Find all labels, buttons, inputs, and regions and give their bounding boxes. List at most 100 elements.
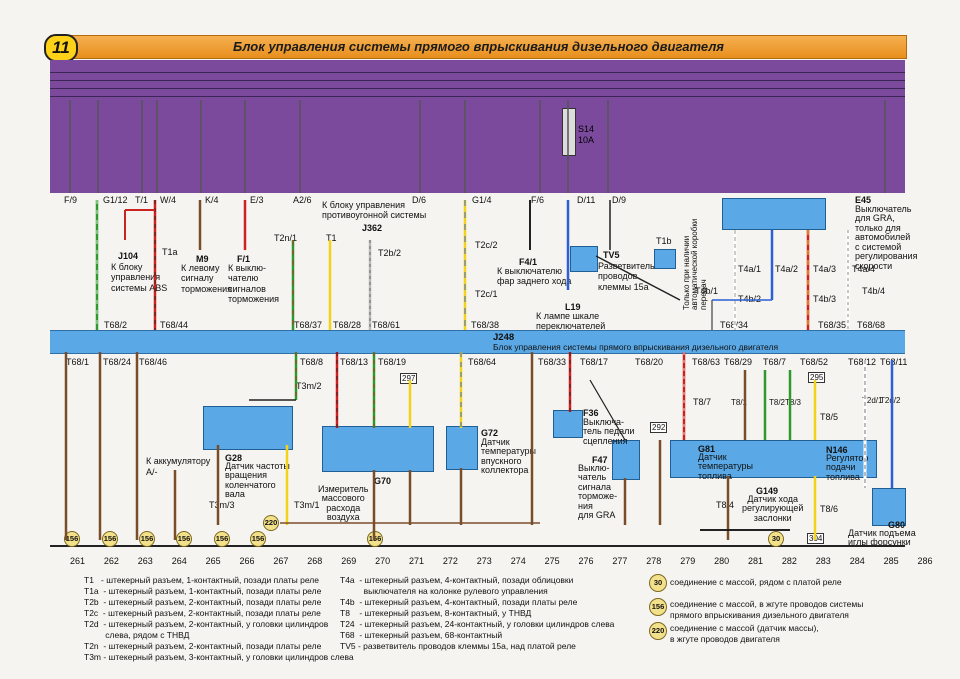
g28-id: G28 [225,453,243,463]
t1-label: T1 [326,233,337,243]
j104-text: К блоку управления системы ABS [111,262,168,293]
fuse-s14 [562,108,576,156]
connector-label: T68/13 [340,357,369,367]
wire [595,255,681,301]
t3m1-label: T3m/1 [294,500,320,510]
t85-label: T8/5 [820,412,839,422]
terminal-label: F/9 [64,195,78,205]
m9-id: M9 [196,254,209,264]
connector-label: T68/52 [800,357,829,367]
terminal-label: K/4 [205,195,219,205]
e45-text: Выключатель для GRA, только для автомоби… [855,204,918,271]
ground-bus [50,545,905,547]
t2d1-label: T2d/1 [862,396,883,405]
j362-text: К блоку управления противоугонной систем… [322,200,427,221]
connector-label: T68/17 [580,357,609,367]
f36-id: F36 [583,408,599,418]
g81-text: Датчик температуры топлива [698,452,754,481]
column-number: 266 [239,556,255,566]
column-number: 273 [476,556,492,566]
column-number: 275 [544,556,560,566]
legend-col2: T4a - штекерный разъем, 4-контактный, по… [340,575,615,651]
bus-line [50,96,905,97]
t87-label: T8/7 [693,397,712,407]
j104-id: J104 [118,251,139,261]
tv5-id: TV5 [603,250,620,260]
fuse-label: S14 [578,124,595,134]
g81-id: G81 [698,444,716,454]
column-number: 281 [748,556,764,566]
t1b-label: T1b [656,236,672,246]
t2c2-label: T2c/2 [475,240,498,250]
column-number: 284 [849,556,865,566]
legend-ground-220: 220 [649,622,667,640]
legend-ground-30-text: соединение с массой, рядом с платой реле [670,577,842,587]
ground-point: 156 [250,531,266,547]
g70-text: Измеритель массового расхода воздуха [318,484,369,523]
column-number: 278 [646,556,662,566]
fuse-rating: 10A [578,135,595,145]
ground-point: 156 [139,531,155,547]
connector-label: T68/2 [104,320,128,330]
l19-id: L19 [565,302,581,312]
connector-label: T68/1 [66,357,90,367]
connector-label: T68/19 [378,357,407,367]
terminal-label: W/4 [160,195,177,205]
t2n-label: T2n/1 [274,233,298,243]
m9-text: К левому сигналу торможения [181,263,233,294]
f36-switch [553,410,583,438]
control-unit-id: J248 [493,332,515,343]
connector-label: T68/44 [160,320,189,330]
legend-col1: T1 - штекерный разъем, 1-контактный, поз… [84,575,354,662]
l19-text: К лампе шкале переключателей [536,311,606,332]
connector-label: T68/64 [468,357,497,367]
column-number: 270 [375,556,391,566]
g80-text: Датчик подъема иглы форсунки [848,528,916,548]
ground-point: 156 [214,531,230,547]
g80-id: G80 [888,520,906,530]
t4b3-label: T4b/3 [813,294,837,304]
column-number: 276 [578,556,594,566]
terminal-label: F/6 [531,195,545,205]
bus-line [50,80,905,81]
connector-label: T68/33 [538,357,567,367]
ground-point: 220 [263,515,279,531]
t2c1-label: T2c/1 [475,289,498,299]
t83-label: T8/3 [785,398,802,407]
t4a1-label: T4a/1 [738,264,762,274]
column-number: 268 [307,556,323,566]
connector-label: T68/8 [300,357,324,367]
ground-point: 156 [102,531,118,547]
connector-label: T68/24 [103,357,132,367]
column-number: 271 [409,556,425,566]
column-number: 272 [442,556,458,566]
terminal-label: T/1 [135,195,149,205]
connector-label: T68/11 [880,357,908,367]
connector-label: T68/28 [333,320,362,330]
t4a3-label: T4a/3 [813,264,837,274]
legend-ground-220-text: соединение с массой (датчик массы), в жг… [670,623,819,644]
diagram-title: Блок управления системы прямого впрыскив… [233,39,724,54]
column-number: 261 [70,556,86,566]
j362-id: J362 [362,223,383,233]
f1-text: К выклю- чателю сигналов торможения [228,263,280,305]
terminal-label: G1/12 [103,195,128,205]
terminal-label: D/6 [412,195,427,205]
t3m2-label: T3m/2 [296,381,322,391]
ground-point: 156 [176,531,192,547]
terminal-label: G1/4 [472,195,492,205]
column-number: 280 [714,556,730,566]
wire [589,379,626,441]
column-number: 267 [273,556,289,566]
g149-id: G149 [756,486,779,496]
bus-line [50,72,905,73]
t3m3-label: T3m/3 [209,500,235,510]
f36-text: Выключа- тель педали сцепления [583,417,635,446]
legend-ground-156-text: соединение с массой, в жгуте проводов си… [670,599,864,620]
t4a4-label: T4a/4 [852,264,876,274]
legend-ground-156: 156 [649,598,667,616]
column-number: 282 [781,556,797,566]
tnvd-sensor-block [670,440,877,478]
g72-sensor [446,426,478,470]
